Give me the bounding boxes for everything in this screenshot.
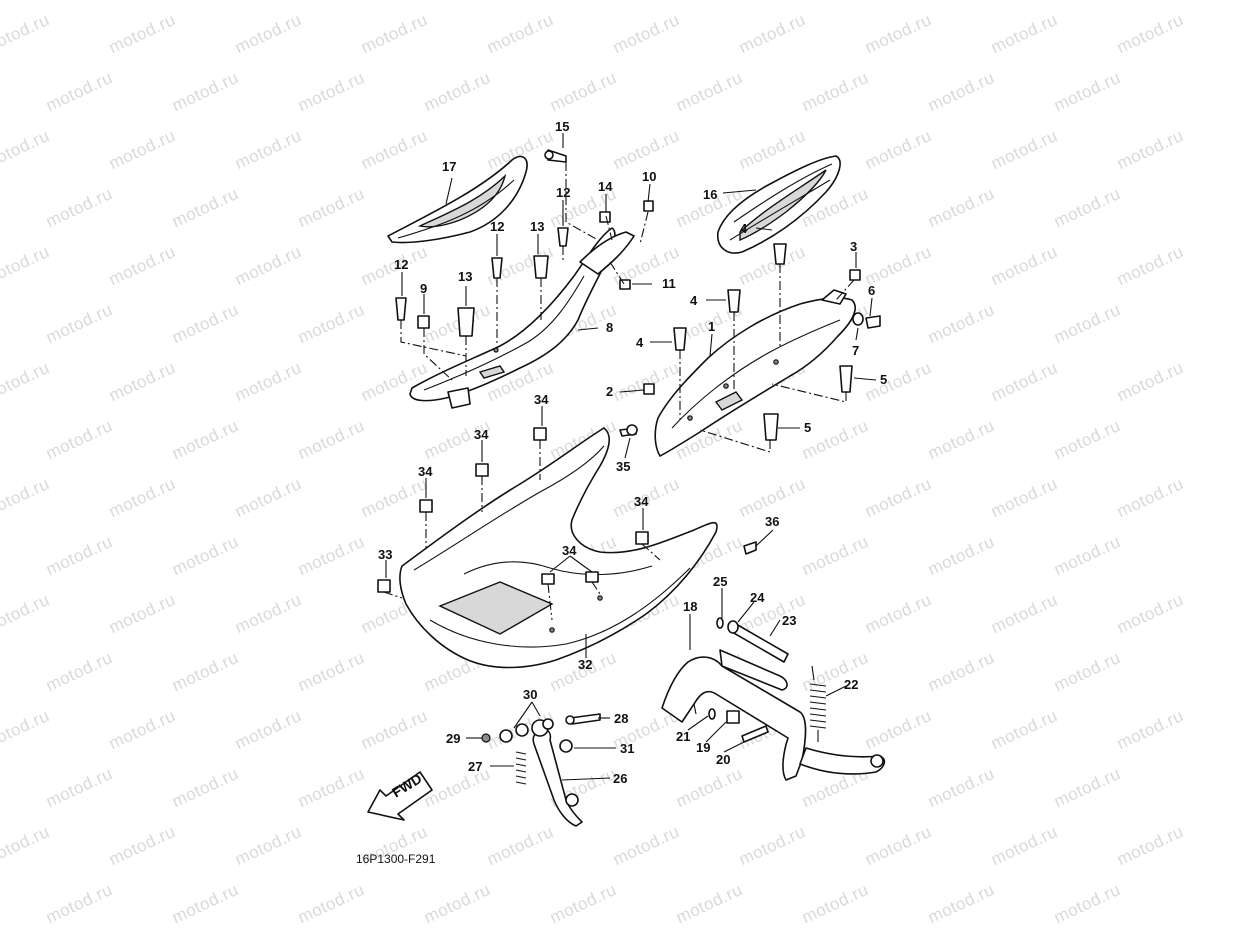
callout-34: 34 bbox=[534, 392, 549, 407]
callout-29: 29 bbox=[446, 731, 461, 746]
part-26-side-stand bbox=[531, 719, 583, 827]
diagram-code: 16P1300-F291 bbox=[356, 852, 436, 866]
callout-3: 3 bbox=[850, 239, 858, 254]
callout-34: 34 bbox=[474, 427, 489, 442]
part-29-nut bbox=[481, 733, 491, 743]
callout-21: 21 bbox=[676, 729, 691, 744]
callout-14: 14 bbox=[598, 179, 613, 194]
callout-13: 13 bbox=[458, 269, 473, 284]
callout-35: 35 bbox=[616, 459, 631, 474]
callout-33: 33 bbox=[378, 547, 393, 562]
callout-22: 22 bbox=[844, 677, 859, 692]
callout-5: 5 bbox=[880, 372, 888, 387]
callout-11: 11 bbox=[662, 276, 676, 291]
part-21-washer bbox=[708, 708, 716, 720]
part-30-bracket bbox=[499, 718, 554, 743]
leader-lines bbox=[385, 133, 877, 781]
callout-24: 24 bbox=[750, 590, 765, 605]
part-18-main-stand bbox=[661, 649, 886, 781]
callout-12: 12 bbox=[394, 257, 409, 272]
callout-26: 26 bbox=[613, 771, 628, 786]
callout-5: 5 bbox=[804, 420, 812, 435]
callout-27: 27 bbox=[468, 759, 483, 774]
callout-13: 13 bbox=[530, 219, 545, 234]
callout-4: 4 bbox=[636, 335, 644, 350]
callout-31: 31 bbox=[620, 741, 635, 756]
callout-34: 34 bbox=[418, 464, 433, 479]
callout-32: 32 bbox=[578, 657, 593, 672]
part-28-bolt bbox=[565, 713, 601, 725]
callout-18: 18 bbox=[683, 599, 698, 614]
callout-9: 9 bbox=[420, 281, 428, 296]
part-19-collar bbox=[726, 710, 740, 724]
callout-19: 19 bbox=[696, 740, 711, 755]
part-24-washer bbox=[727, 620, 739, 634]
part-8-side-cover-left bbox=[409, 227, 635, 409]
callout-25: 25 bbox=[713, 574, 728, 589]
part-1-side-cover-right bbox=[654, 289, 856, 457]
callout-23: 23 bbox=[782, 613, 797, 628]
callout-17: 17 bbox=[442, 159, 457, 174]
part-31-bush bbox=[559, 739, 573, 753]
callout-36: 36 bbox=[765, 514, 780, 529]
callout-10: 10 bbox=[642, 169, 657, 184]
part-25-clip bbox=[716, 617, 724, 629]
callout-34: 34 bbox=[562, 543, 577, 558]
callout-15: 15 bbox=[555, 119, 570, 134]
callout-34: 34 bbox=[634, 494, 649, 509]
callout-20: 20 bbox=[716, 752, 731, 767]
assembly-lines bbox=[383, 162, 855, 621]
callout-30: 30 bbox=[523, 687, 538, 702]
part-32-footrest-board bbox=[399, 427, 718, 669]
callout-4: 4 bbox=[740, 221, 748, 236]
part-23-shaft bbox=[731, 623, 789, 663]
callout-16: 16 bbox=[703, 187, 718, 202]
callout-28: 28 bbox=[614, 711, 629, 726]
callout-4: 4 bbox=[690, 293, 698, 308]
callout-1: 1 bbox=[708, 319, 716, 334]
part-16-footboard-mat-right bbox=[717, 155, 841, 254]
part-27-spring bbox=[515, 751, 527, 785]
callout-6: 6 bbox=[868, 283, 876, 298]
callout-12: 12 bbox=[490, 219, 505, 234]
fwd-direction-arrow bbox=[367, 771, 433, 821]
part-17-footboard-mat-left bbox=[387, 155, 528, 244]
callout-7: 7 bbox=[852, 343, 860, 358]
callout-12: 12 bbox=[556, 185, 571, 200]
part-20-pin bbox=[741, 725, 769, 743]
callout-2: 2 bbox=[606, 384, 614, 399]
callout-8: 8 bbox=[606, 320, 614, 335]
part-22-spring bbox=[809, 665, 827, 742]
